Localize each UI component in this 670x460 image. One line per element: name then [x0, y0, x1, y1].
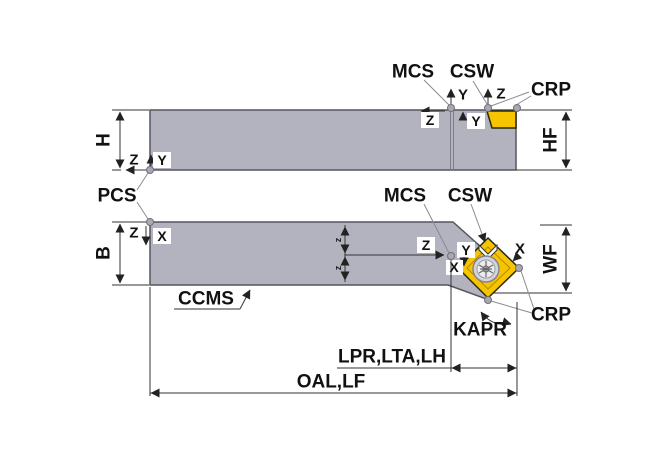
- label-box: [421, 112, 439, 128]
- kapr-angle-arrow: [501, 317, 512, 326]
- leader-line: [520, 270, 535, 310]
- label-box: [457, 242, 475, 258]
- ccms-label: CCMS: [178, 289, 234, 310]
- leader-line: [515, 95, 532, 106]
- b-dim-label: B: [94, 246, 115, 260]
- length-dimensions: LPR,LTA,LH OAL,LF: [149, 260, 518, 398]
- crp-label: CRP: [531, 305, 571, 326]
- mcs-label: MCS: [384, 186, 426, 207]
- axis-y-label: Y: [461, 242, 471, 258]
- pcs-label: PCS: [97, 186, 136, 207]
- csw-label: CSW: [450, 62, 494, 83]
- screw-center: [482, 265, 490, 273]
- axis-y-label: Y: [157, 152, 167, 168]
- label-box: [467, 113, 485, 129]
- crp-label: CRP: [531, 80, 571, 101]
- label-box: [417, 237, 435, 253]
- hf-dim-label: HF: [541, 127, 562, 152]
- h-dim-label: H: [94, 133, 115, 147]
- label-box: [153, 152, 171, 168]
- leader-line: [423, 79, 450, 106]
- axis-x-label: X: [515, 241, 525, 258]
- leader-line: [136, 172, 149, 191]
- mcs-label: MCS: [392, 62, 434, 83]
- axis-z-label: Z: [496, 86, 505, 103]
- label-box: [153, 228, 171, 244]
- csw-reference-point: [484, 104, 492, 112]
- x-axis-arrow: [512, 251, 523, 262]
- wf-dim-label: WF: [541, 244, 562, 274]
- axis-x-label: X: [449, 259, 459, 275]
- kapr-label: KAPR: [453, 320, 507, 341]
- oal-dim-label: OAL,LF: [297, 372, 366, 393]
- crp-reference-point: [515, 264, 523, 272]
- leader-line: [472, 80, 488, 105]
- mcs-reference-point: [447, 104, 455, 112]
- equal-mark: z: [333, 265, 343, 270]
- label-box: [446, 260, 463, 275]
- crp-reference-point: [484, 296, 492, 304]
- insert-side-view: [485, 110, 517, 129]
- screw-star-pattern: [478, 261, 494, 277]
- axis-z-label: Z: [129, 225, 138, 242]
- plan-view: B WF Z X Z z z: [94, 186, 572, 341]
- insert-inner-edge: [466, 246, 511, 290]
- leader-line: [136, 201, 149, 220]
- leader-line: [490, 91, 530, 107]
- clamp-screw: [472, 255, 500, 283]
- axis-y-label: Y: [471, 113, 481, 129]
- leader-line: [423, 203, 450, 254]
- leader-line: [470, 203, 487, 243]
- lpr-dim-label: LPR,LTA,LH: [338, 347, 446, 368]
- axis-z-label: Z: [426, 112, 435, 128]
- equal-mark: z: [333, 237, 343, 242]
- holder-shank-side: [149, 109, 517, 171]
- pcs-reference-point: [146, 166, 154, 174]
- pcs-callout: PCS: [97, 172, 149, 220]
- axis-z-label: Z: [422, 237, 431, 253]
- axis-z-label: Z: [129, 152, 138, 169]
- crp-reference-point: [513, 104, 521, 112]
- axis-y-label: Y: [458, 87, 468, 104]
- axis-x-label: X: [157, 228, 167, 244]
- csw-label: CSW: [448, 186, 492, 207]
- ccms-arrow: [239, 289, 251, 310]
- pcs-reference-point: [146, 218, 154, 226]
- mcs-reference-point: [447, 252, 455, 260]
- side-view: H HF Y Z Z Y MCS CSW CRP Z Y: [94, 62, 572, 175]
- leader-line: [490, 300, 533, 314]
